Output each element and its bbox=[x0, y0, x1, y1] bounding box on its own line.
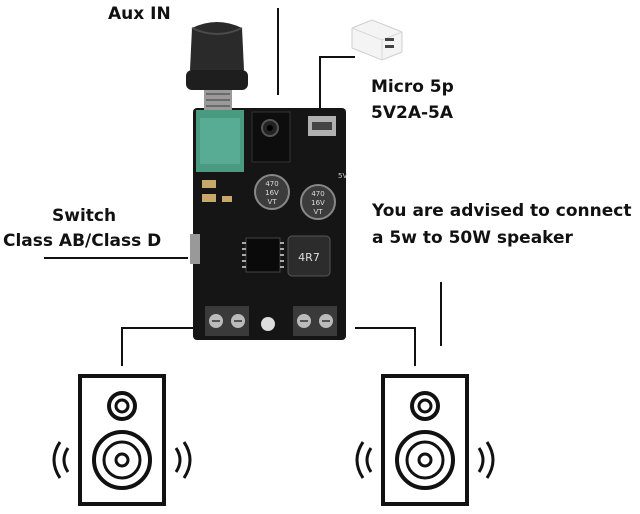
capacitor-right: 470 16V VT bbox=[300, 184, 336, 220]
cap-left-text-2: 16V bbox=[265, 189, 279, 197]
micro-usb-leader bbox=[319, 56, 355, 112]
speaker-right-icon bbox=[355, 374, 495, 506]
class-switch[interactable] bbox=[190, 234, 200, 264]
aux-jack[interactable] bbox=[251, 111, 291, 163]
right-speaker-wire bbox=[355, 327, 416, 366]
micro-usb-label-line1: Micro 5p bbox=[371, 77, 454, 97]
aux-in-label: Aux IN bbox=[108, 4, 171, 24]
volume-knob[interactable] bbox=[186, 22, 248, 112]
switch-label-line2: Class AB/Class D bbox=[3, 231, 162, 251]
micro-usb-port[interactable] bbox=[308, 116, 336, 136]
terminal-right[interactable] bbox=[293, 306, 337, 336]
cap-right-text-1: 470 bbox=[311, 190, 324, 198]
inductor: 4R7 bbox=[287, 235, 331, 277]
cap-left-text-3: VT bbox=[267, 198, 277, 206]
left-speaker-wire bbox=[121, 327, 205, 366]
switch-label-line1: Switch bbox=[52, 206, 117, 226]
advice-label-line1: You are advised to connect bbox=[372, 201, 632, 221]
inductor-text: 4R7 bbox=[298, 251, 320, 264]
cap-left-text-1: 470 bbox=[265, 180, 278, 188]
cap-right-text-3: VT bbox=[313, 208, 323, 216]
speaker-left-icon bbox=[52, 374, 192, 506]
capacitor-left: 470 16V VT bbox=[254, 174, 290, 210]
leader-lines bbox=[44, 8, 442, 366]
cap-right-text-2: 16V bbox=[311, 199, 325, 207]
amplifier-chip bbox=[242, 237, 284, 273]
micro-usb-label-line2: 5V2A-5A bbox=[371, 103, 454, 123]
advice-label-line2: a 5w to 50W speaker bbox=[372, 228, 573, 248]
silk-5v: 5V bbox=[338, 172, 347, 180]
mount-hole bbox=[261, 317, 275, 331]
usb-charger-icon bbox=[351, 19, 403, 61]
terminal-left[interactable] bbox=[205, 306, 249, 336]
amplifier-board: 470 16V VT 470 16V VT bbox=[186, 22, 347, 340]
